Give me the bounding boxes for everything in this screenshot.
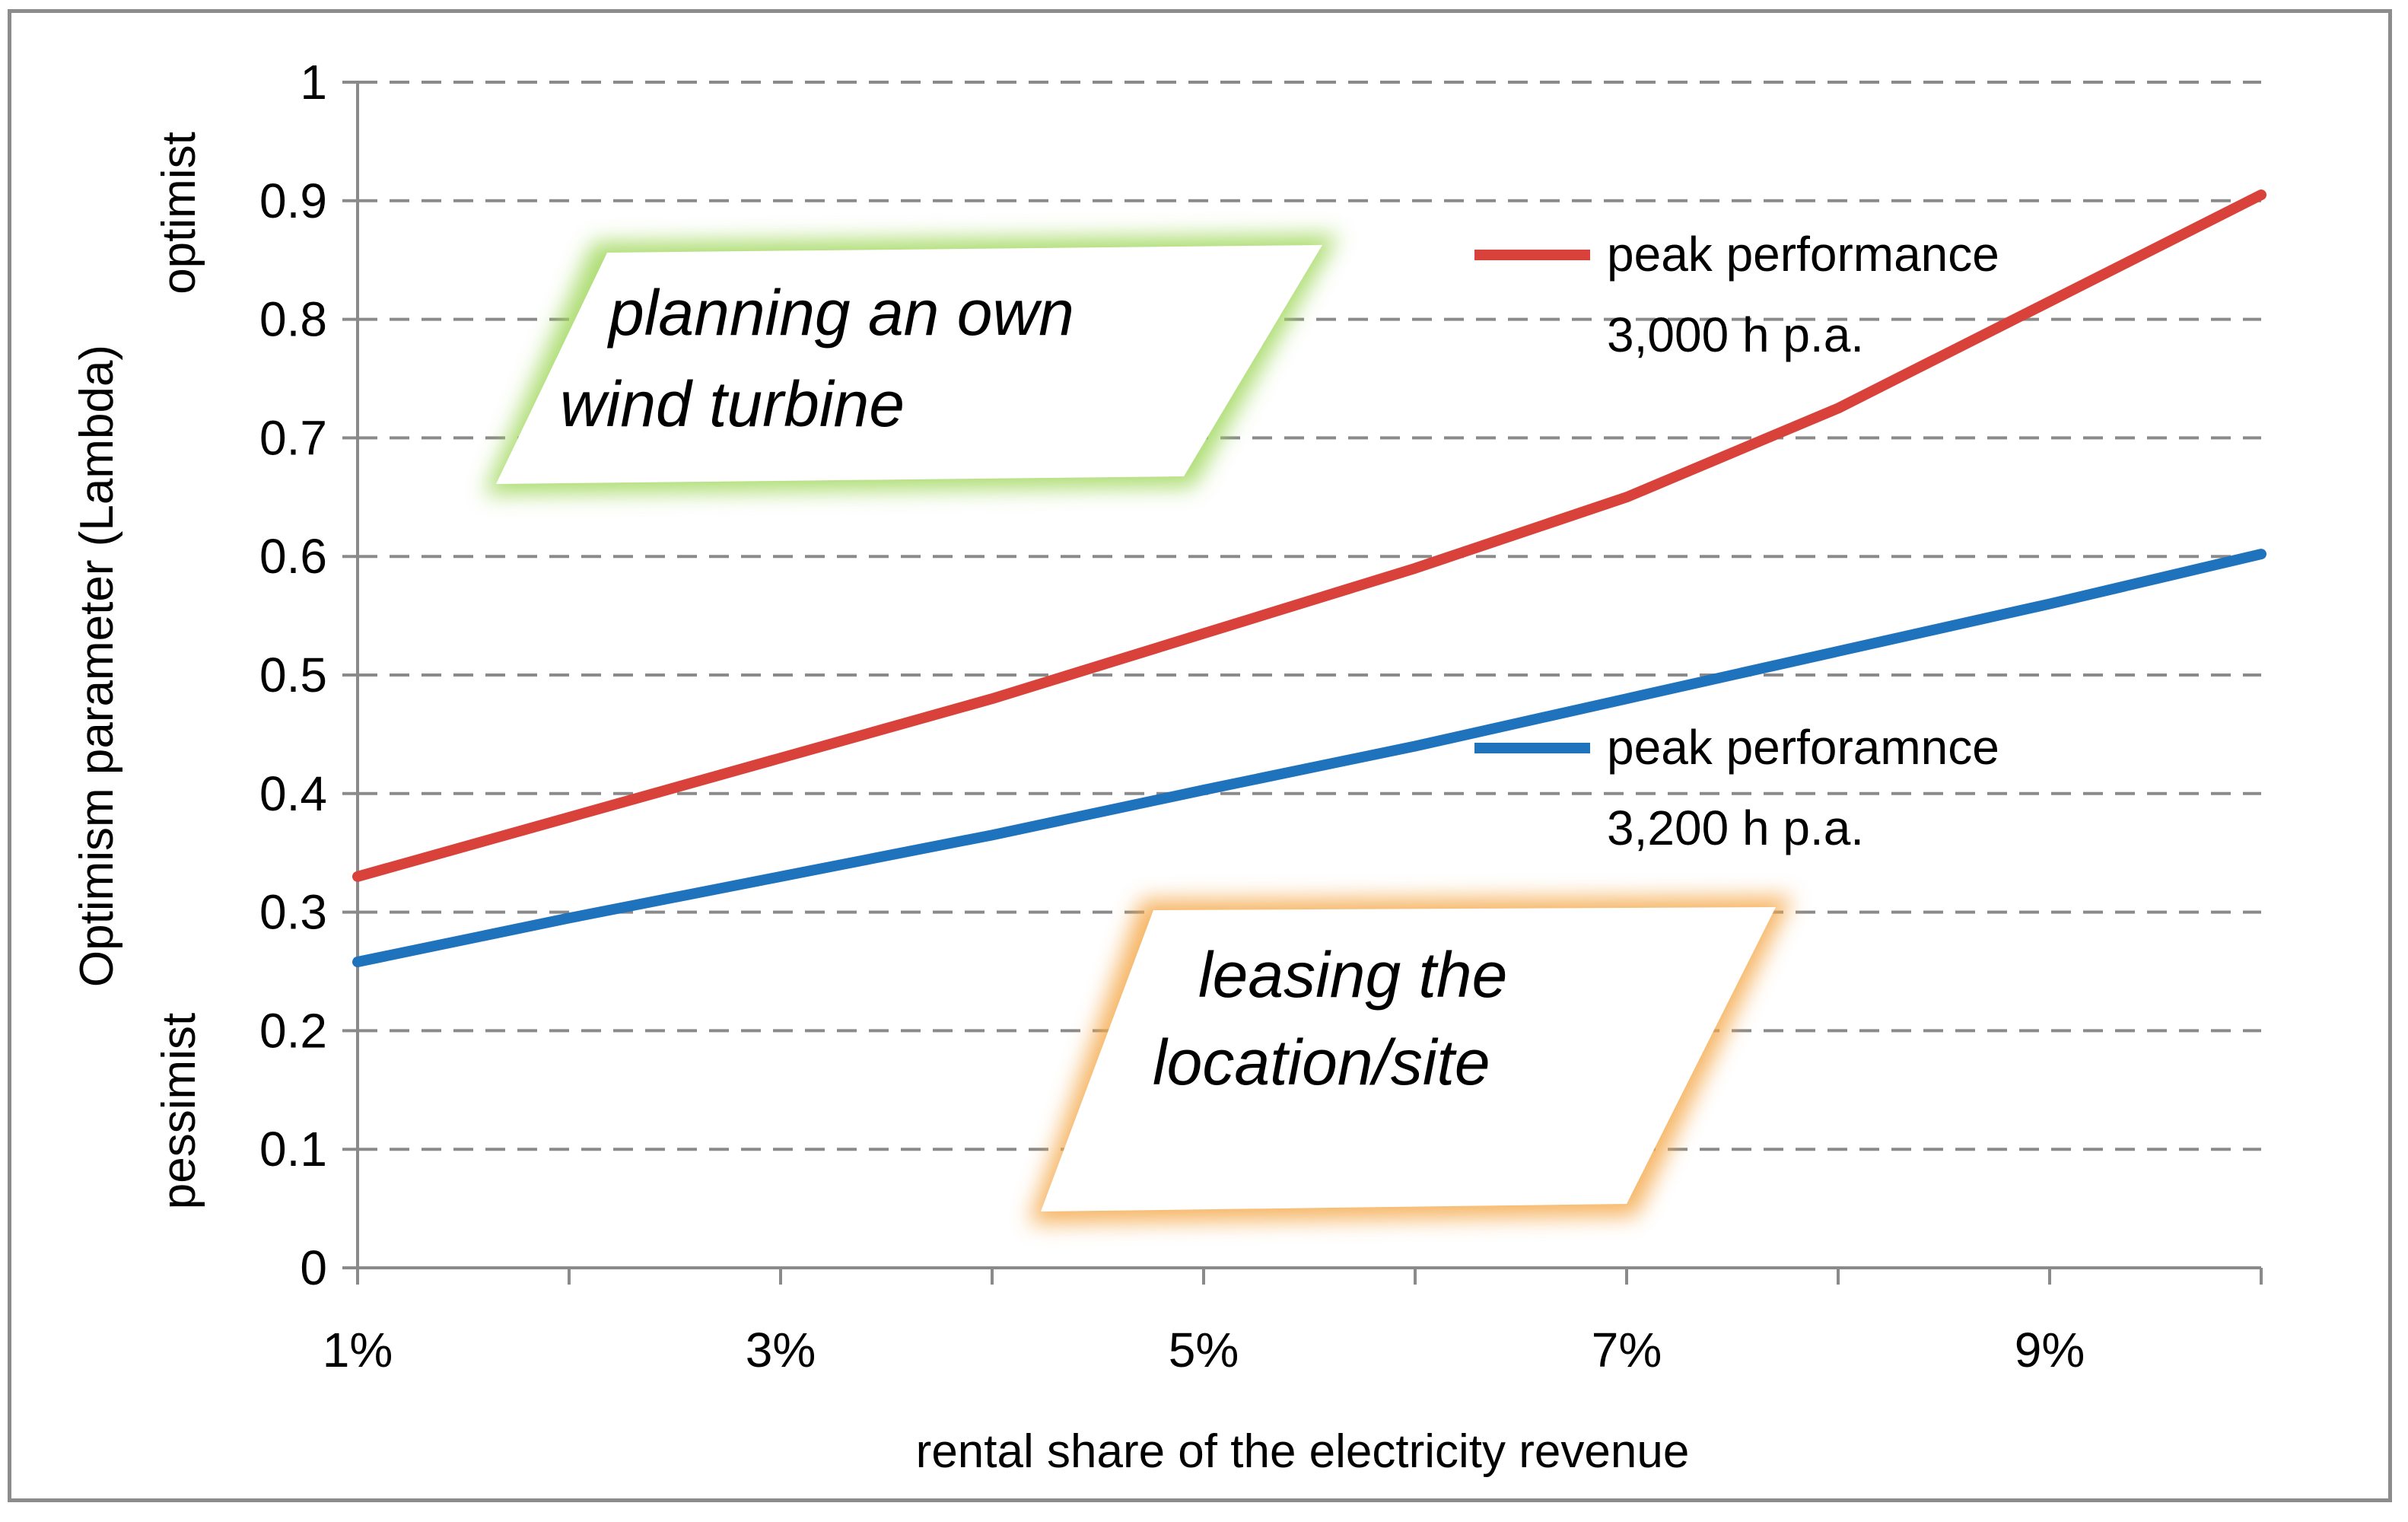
- legend-label-blue-line2: 3,200 h p.a.: [1607, 801, 1864, 855]
- y-tick-label: 0.8: [259, 292, 327, 347]
- series-line-blue: [352, 549, 2266, 968]
- annotation-own-turbine: planning an own wind turbine: [484, 234, 1339, 495]
- axes: 0 0.1 0.2 0.3 0.4 0.5 0.6 0.7 0.8 0.9 1 1% 3% 5% 7% 9%: [259, 55, 2263, 1377]
- y-tick-label: 1: [300, 55, 327, 110]
- y-axis-label-optimist: optimist: [153, 132, 205, 295]
- y-tick-label: 0.3: [259, 885, 327, 940]
- legend-label-blue-line1: peak perforamnce: [1607, 720, 1999, 775]
- annotation-leasing-line1: leasing the: [1198, 939, 1507, 1011]
- y-tick-label: 0.9: [259, 174, 327, 228]
- annotation-own-turbine-line1: planning an own: [606, 277, 1074, 349]
- x-axis-title: rental share of the electricity revenue: [916, 1425, 1690, 1478]
- annotation-leasing-line2: location/site: [1153, 1027, 1490, 1098]
- y-tick-label: 0.2: [259, 1003, 327, 1058]
- x-tick-label: 5%: [1169, 1323, 1239, 1377]
- y-tick-label: 0.5: [259, 648, 327, 702]
- y-tick-label: 0: [300, 1240, 327, 1295]
- series-lines: [352, 189, 2266, 968]
- legend-entry-red: peak performance 3,000 h p.a.: [1474, 227, 1999, 362]
- legend-label-red-line2: 3,000 h p.a.: [1607, 307, 1864, 362]
- y-tick-label: 0.7: [259, 410, 327, 465]
- annotation-own-turbine-box: [496, 245, 1322, 484]
- y-axis-label-pessimist: pessimist: [153, 1013, 205, 1209]
- x-tick-label: 3%: [746, 1323, 816, 1377]
- legend-entry-blue: peak perforamnce 3,200 h p.a.: [1474, 720, 1999, 855]
- annotation-own-turbine-line2: wind turbine: [560, 368, 905, 440]
- x-tick-label: 9%: [2015, 1323, 2085, 1377]
- y-axis-title: Optimism parameter (Lambda): [71, 345, 123, 987]
- annotation-leasing-box: [1041, 907, 1776, 1212]
- legend-label-red-line1: peak performance: [1607, 227, 1999, 282]
- x-tick-label: 1%: [323, 1323, 393, 1377]
- y-tick-label: 0.6: [259, 529, 327, 584]
- y-tick-label: 0.1: [259, 1122, 327, 1177]
- series-line-red: [352, 189, 2266, 882]
- x-tick-label: 7%: [1592, 1323, 1662, 1377]
- annotation-leasing: leasing the location/site: [1029, 896, 1792, 1224]
- y-tick-label: 0.4: [259, 766, 327, 821]
